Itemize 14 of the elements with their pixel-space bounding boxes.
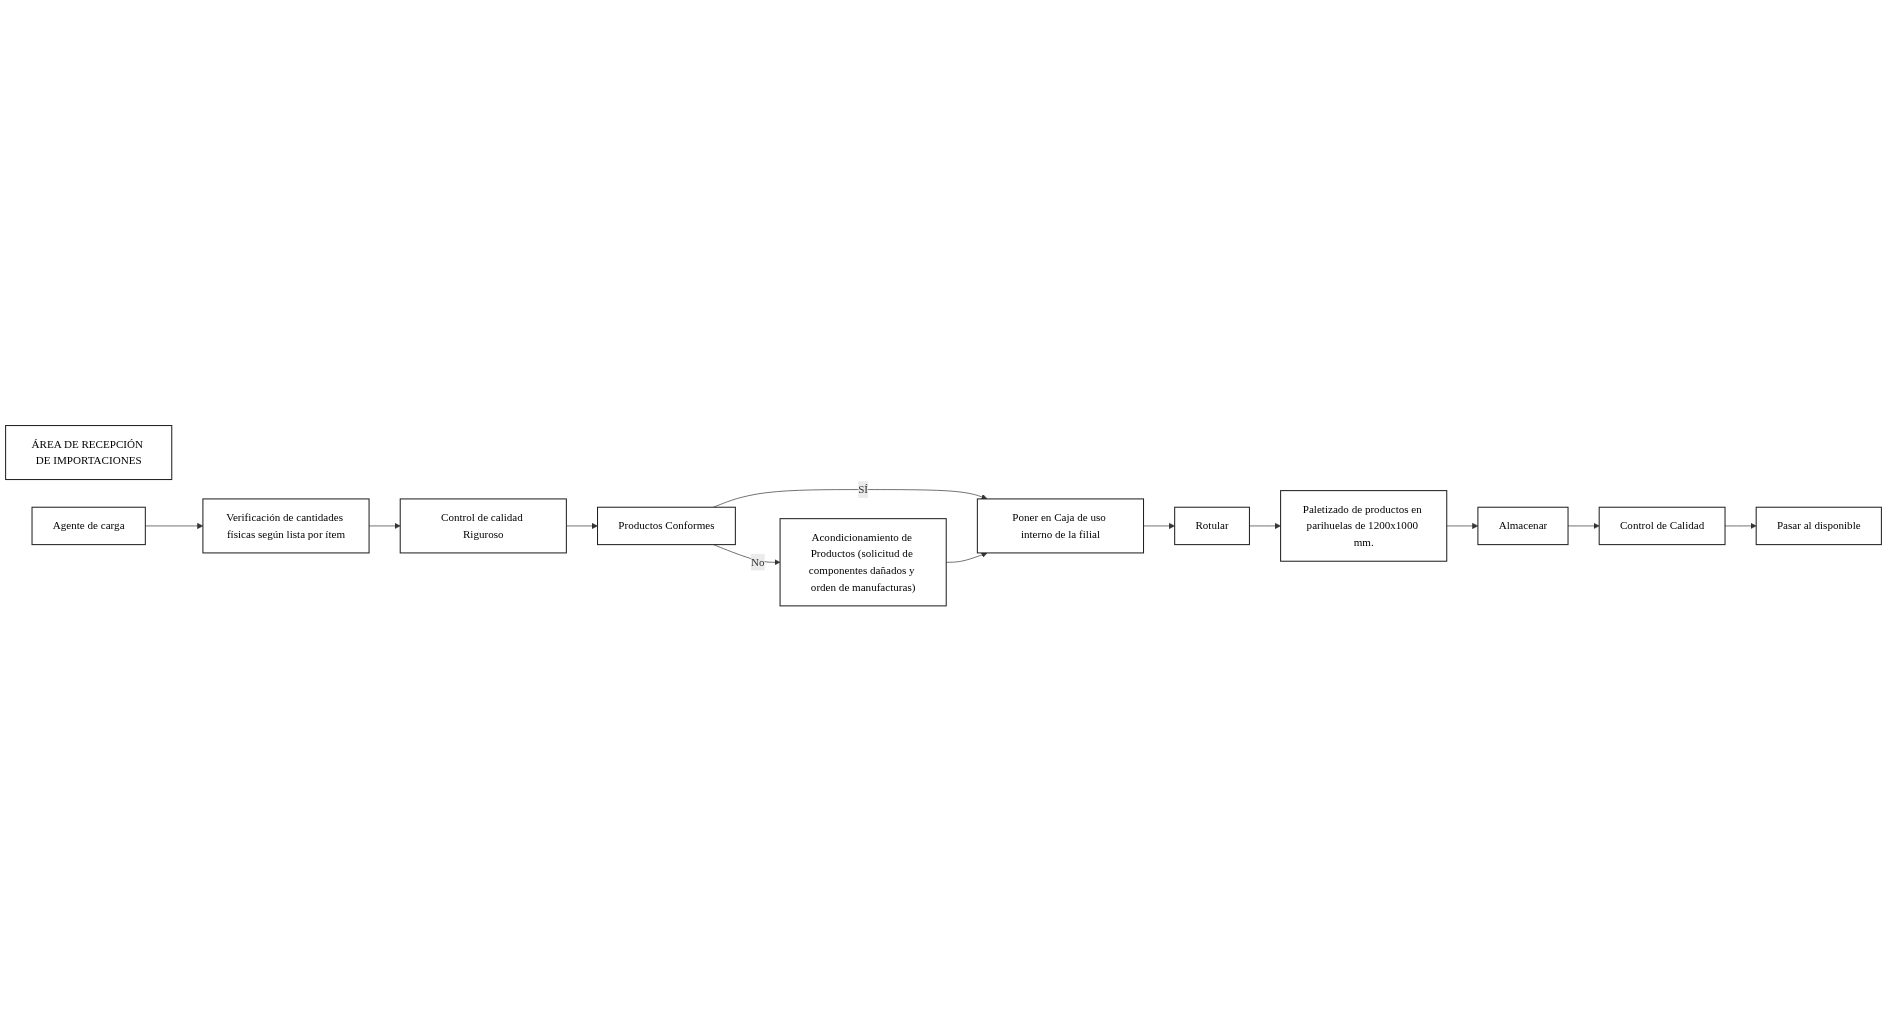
- node-box: Acondicionamiento de Productos (solicitud de componentes dañados y orden de manufacturas): [779, 517, 947, 607]
- node-box: Pasar al disponible: [1755, 506, 1882, 545]
- node-box: Poner en Caja de uso interno de la filial: [976, 498, 1145, 554]
- edge-label: No: [750, 555, 765, 568]
- node-box: Control de calidad Riguroso: [399, 498, 567, 554]
- node-box: Agente de carga: [31, 506, 146, 545]
- node-box: Control de Calidad: [1598, 506, 1726, 545]
- node-box: Paletizado de productos en parihuelas de 1200x1000 mm.: [1280, 489, 1448, 562]
- node-box: Productos Conformes: [597, 506, 736, 545]
- node-box: Almacenar: [1477, 506, 1569, 545]
- node-box: ÁREA DE RECEPCIÓN DE IMPORTACIONES: [5, 424, 173, 480]
- edge-label: SÍ: [858, 483, 869, 495]
- node-box: Verificación de cantidades físicas según lista por ítem: [202, 498, 370, 554]
- node-box: Rotular: [1174, 506, 1250, 545]
